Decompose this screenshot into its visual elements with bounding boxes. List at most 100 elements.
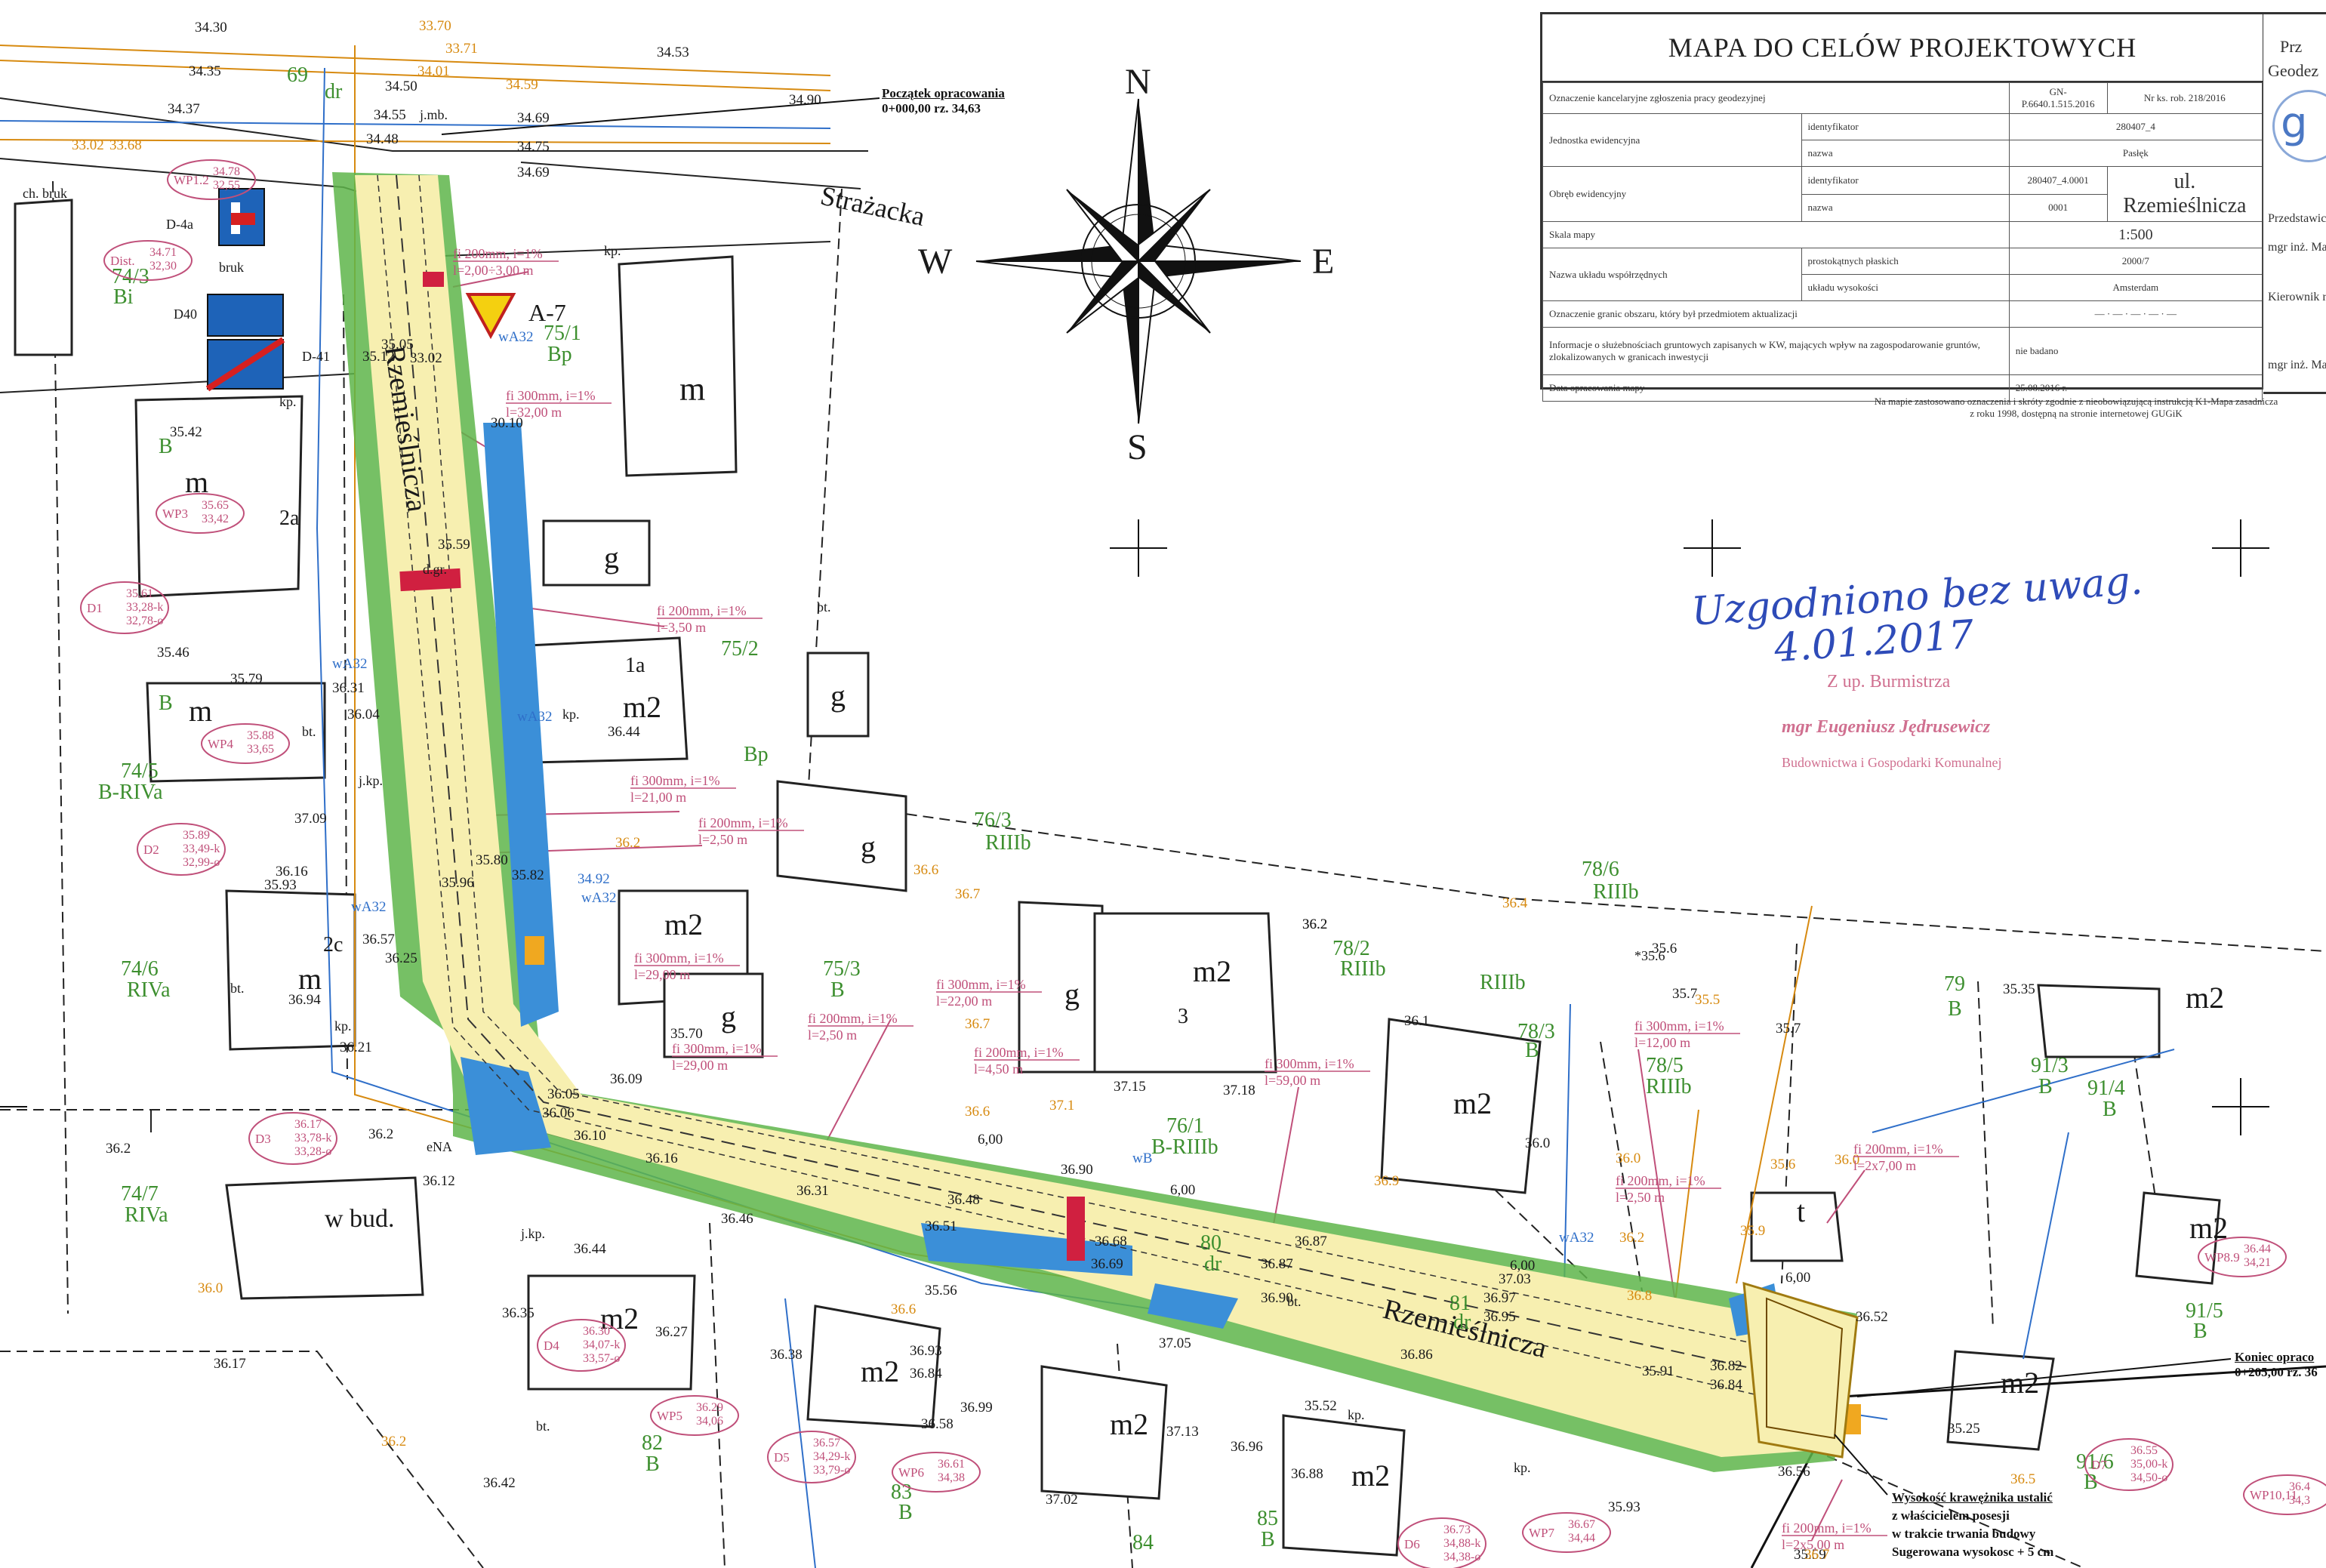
map-annotation: bt. xyxy=(536,1419,550,1434)
orange-elevation-label: 36.0 xyxy=(1616,1151,1641,1166)
end-marker-title: Koniec opraco xyxy=(2235,1350,2315,1364)
orange-elevation-label: 34.59 xyxy=(506,77,538,93)
elevation-label: 36.44 xyxy=(574,1241,606,1257)
map-annotation: kp. xyxy=(604,243,621,258)
pipe-length: l=32,00 m xyxy=(506,405,562,420)
curb-note-line-3: w trakcie trwania budowy xyxy=(1892,1526,2036,1541)
precinct-id-label: identyfikator xyxy=(1801,166,2010,195)
building-label: m2 xyxy=(600,1302,639,1335)
elevation-label: 35.80 xyxy=(476,852,508,868)
well-elevation: 34.71 xyxy=(149,246,177,259)
well-elevation: 35.89 xyxy=(183,829,210,842)
parcel-label: 76/1 xyxy=(1166,1114,1204,1138)
building-label: 3 xyxy=(1178,1005,1188,1028)
pipe-length: l=29,00 m xyxy=(672,1058,728,1073)
well-ellipse xyxy=(2198,1237,2287,1277)
road-blue-shoulder-3 xyxy=(1148,1283,1238,1329)
elevation-label: 36.17 xyxy=(214,1356,246,1372)
pipe-length: l=2,50 m xyxy=(1616,1190,1665,1205)
well-ellipse xyxy=(103,240,193,281)
elevation-label: 36.56 xyxy=(1778,1464,1810,1480)
water-line-label: 34.92 xyxy=(578,871,610,887)
precinct-label: Obręb ewidencyjny xyxy=(1542,166,1802,222)
parcel-label: RIIIb xyxy=(1340,957,1386,981)
orange-elevation-label: 35.6 xyxy=(1770,1157,1795,1172)
orange-elevation-label: 35.9 xyxy=(1740,1223,1765,1239)
well-id: D6 xyxy=(1404,1537,1420,1551)
building-label: m xyxy=(679,371,705,408)
well-ellipse xyxy=(2084,1438,2174,1491)
elevation-label: 36.27 xyxy=(655,1324,688,1340)
elevation-label: 36.93 xyxy=(910,1343,942,1359)
elevation-label: 35.82 xyxy=(512,867,544,883)
elevation-label: 35.6 xyxy=(1652,941,1677,957)
elevation-label: 36.35 xyxy=(502,1305,535,1321)
well-depth-2: 33,57-o xyxy=(583,1352,620,1365)
well-elevation: 36.44 xyxy=(2244,1243,2271,1255)
parcel-label: B xyxy=(1948,997,1962,1021)
map-annotation: d.gr. xyxy=(423,562,447,577)
pipe-spec: fi 200mm, i=1% xyxy=(1853,1141,1943,1157)
elevation-label: 36.05 xyxy=(547,1086,580,1102)
elevation-label: 34.75 xyxy=(517,139,550,155)
orange-elevation-label: 33.68 xyxy=(109,137,142,153)
well-depth: 33,49-k xyxy=(183,843,220,855)
well-ellipse xyxy=(650,1395,739,1436)
start-marker-title: Początek opracowania xyxy=(882,86,1005,100)
map-annotation: j.kp. xyxy=(358,773,383,788)
pipe-spec: fi 200mm, i=1% xyxy=(974,1045,1064,1060)
elevation-label: 35.52 xyxy=(1305,1398,1337,1414)
well-elevation: 36.67 xyxy=(1568,1518,1595,1531)
pipe-spec: fi 300mm, i=1% xyxy=(634,950,724,966)
water-line-label: wB xyxy=(1132,1151,1152,1166)
boundary-value: — · — · — · — · — xyxy=(2008,300,2263,328)
orange-elevation-label: 33.71 xyxy=(445,41,478,57)
road-bellmouth xyxy=(1742,1281,1859,1459)
elevation-label: 36.09 xyxy=(610,1071,642,1087)
building-label: g xyxy=(830,679,846,713)
well-depth: 34,29-k xyxy=(813,1450,850,1463)
well-elevation: 34.78 xyxy=(213,165,240,178)
elevation-label: 34.55 xyxy=(374,107,406,123)
elevation-label: 36.86 xyxy=(1400,1347,1433,1363)
well-elevation: 35.61 xyxy=(126,587,153,600)
grid-crosses xyxy=(0,519,2269,1135)
parcel-label: 84 xyxy=(1132,1531,1154,1554)
pipe-length: l=21,00 m xyxy=(630,790,686,805)
well-ellipse xyxy=(537,1319,626,1372)
parcel-label: 69 xyxy=(287,63,308,87)
parcel-label: 78/2 xyxy=(1332,937,1370,960)
building-label: 2a xyxy=(279,507,300,530)
right-block-text-5: Kierownik r xyxy=(2268,291,2326,303)
parcel-label: RIIIb xyxy=(1646,1075,1692,1098)
elevation-label: 6,00 xyxy=(978,1132,1003,1148)
pipe-spec: fi 200mm, i=1% xyxy=(657,603,747,618)
road-sign-code: A-7 xyxy=(528,299,566,326)
orange-elevation-label: 36.7 xyxy=(1804,1547,1829,1563)
elevation-label: 35.93 xyxy=(1608,1499,1641,1515)
elevation-label: 35.05 xyxy=(381,337,414,353)
road-signs xyxy=(205,188,516,392)
elevation-label: 35.35 xyxy=(2003,981,2035,997)
building-label: g xyxy=(721,1000,736,1034)
elevation-label: 34.35 xyxy=(189,63,221,79)
well-id: Dist. xyxy=(110,254,135,268)
parcel-label: B xyxy=(2193,1320,2207,1343)
well-depth: 33,65 xyxy=(247,743,274,756)
well-ellipse xyxy=(167,159,256,200)
pipe-length: l=2x7,00 m xyxy=(1853,1158,1916,1173)
orange-elevation-label: 36.9 xyxy=(1374,1173,1399,1189)
elevation-label: 35.70 xyxy=(670,1026,703,1042)
building-label: g xyxy=(861,830,876,864)
elevation-label: 35.7 xyxy=(1672,986,1697,1002)
well-ellipse xyxy=(1397,1517,1486,1568)
parcel-label: B xyxy=(1261,1528,1275,1551)
well-depth: 34,3 xyxy=(2289,1494,2310,1507)
stamp-line-1: Z up. Burmistrza xyxy=(1827,672,1951,692)
map-annotation: *35.6 xyxy=(1634,948,1665,963)
elevation-label: 34.48 xyxy=(366,131,399,147)
curb-height-note: Wysokość krawężnika ustalić z właściciel… xyxy=(1892,1489,2053,1561)
map-annotation: bt. xyxy=(1287,1294,1302,1309)
elevation-label: 36.42 xyxy=(483,1475,516,1491)
